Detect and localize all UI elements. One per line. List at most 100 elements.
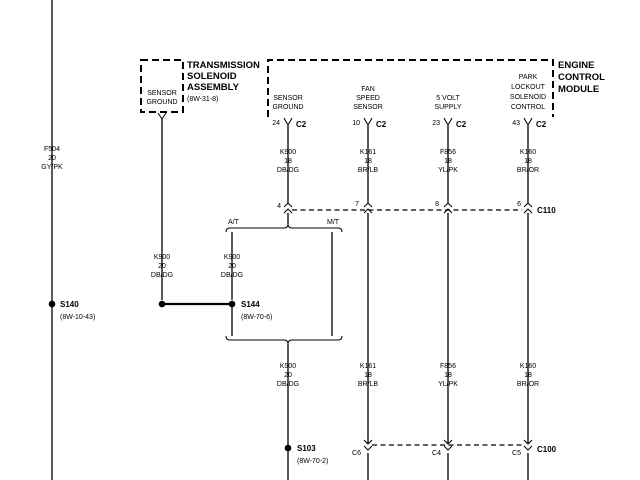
- wire-label-color: BR/OR: [517, 167, 539, 174]
- connector-id: C2: [536, 120, 547, 129]
- splice-ref: (8W-70-6): [241, 314, 272, 321]
- wire-label-circuit: K161: [360, 149, 376, 156]
- pin-name-line2: LOCKOUT: [511, 84, 546, 91]
- wire-f504: F504 20 GY/PK: [41, 0, 63, 480]
- component-title-line2: CONTROL: [558, 72, 605, 83]
- wire-label-circuit: F856: [440, 149, 456, 156]
- wire-k161-ecm: K161 18 BR/LB: [358, 125, 379, 203]
- splice-ref: (8W-10-43): [60, 314, 95, 321]
- wire-k160-low: K160 18 BR/OR: [517, 213, 539, 480]
- wire-label-gauge: 20: [48, 155, 56, 162]
- splice-s144: S144 (8W-70-6): [158, 300, 272, 321]
- component-title-line3: ASSEMBLY: [187, 82, 240, 93]
- wire-k161-low: K161 18 BR/LB: [358, 213, 379, 480]
- pin-name-line1: PARK: [519, 74, 538, 81]
- wire-label-color: DB/DG: [277, 381, 299, 388]
- wire-k160-ecm: K160 18 BR/OR: [517, 125, 539, 203]
- wire-label-color: BR/LB: [358, 381, 379, 388]
- wire-label-gauge: 18: [364, 372, 372, 379]
- pin-number: 23: [432, 120, 440, 127]
- wire-label-circuit: K900: [280, 363, 296, 370]
- splice-label: S144: [241, 300, 260, 309]
- transmission-solenoid-assembly: TRANSMISSION SOLENOID ASSEMBLY (8W-31-8)…: [140, 59, 260, 120]
- wire-label-gauge: 18: [284, 158, 292, 165]
- connector-id: C2: [376, 120, 387, 129]
- ecm-pin-5-volt-supply: 5 VOLT SUPPLY 23 C2: [432, 95, 467, 129]
- connector-pin-number: C5: [512, 450, 521, 457]
- component-title-line2: SOLENOID: [187, 71, 237, 82]
- component-title-line1: ENGINE: [558, 60, 594, 71]
- ecm-pin-park-lockout-solenoid-control: PARK LOCKOUT SOLENOID CONTROL 43 C2: [510, 74, 547, 129]
- component-ref: (8W-31-8): [187, 96, 218, 103]
- connector-pin-number: 7: [355, 201, 359, 208]
- wire-label-gauge: 18: [444, 158, 452, 165]
- wire-label-circuit: K900: [154, 254, 170, 261]
- pin-name-line2: GROUND: [272, 104, 303, 111]
- ecm-pin-fan-speed-sensor: FAN SPEED SENSOR 10 C2: [352, 86, 387, 129]
- splice-label: S140: [60, 300, 79, 309]
- wire-k900-at: K900 20 DB/DG: [221, 254, 243, 279]
- pin-label-line1: SENSOR: [147, 90, 177, 97]
- pin-name-line1: SENSOR: [273, 95, 303, 102]
- ecm-pin-sensor-ground: SENSOR GROUND 24 C2: [272, 95, 307, 129]
- wire-label-gauge: 18: [524, 372, 532, 379]
- splice-s140: S140 (8W-10-43): [48, 300, 95, 321]
- wire-label-color: DB/DG: [151, 272, 173, 279]
- connector-label: C110: [537, 206, 556, 215]
- pin-name-line3: SENSOR: [353, 104, 383, 111]
- wire-label-color: BR/LB: [358, 167, 379, 174]
- wire-label-gauge: 20: [228, 263, 236, 270]
- wire-label-gauge: 18: [524, 158, 532, 165]
- wire-k900-ecm: K900 18 DB/DG: [277, 125, 299, 203]
- engine-control-module: ENGINE CONTROL MODULE: [267, 59, 605, 117]
- pin-number: 24: [272, 120, 280, 127]
- wire-label-color: YL/PK: [438, 167, 458, 174]
- component-title-line1: TRANSMISSION: [187, 60, 260, 71]
- pin-name-line2: SUPPLY: [434, 104, 461, 111]
- option-label-mt: M/T: [327, 219, 340, 226]
- wire-label-gauge: 18: [444, 372, 452, 379]
- pin-name-line2: SPEED: [356, 95, 380, 102]
- wire-label-circuit: K161: [360, 363, 376, 370]
- connector-label: C100: [537, 445, 557, 454]
- connector-pin-number: 6: [517, 201, 521, 208]
- pin-name-line4: CONTROL: [511, 104, 545, 111]
- wire-label-circuit: K900: [224, 254, 240, 261]
- wire-f856-low: F856 18 YL/PK: [438, 213, 458, 480]
- wire-f856-ecm: F856 18 YL/PK: [438, 125, 458, 203]
- pin-name-line3: SOLENOID: [510, 94, 546, 101]
- wire-label-color: DB/DG: [277, 167, 299, 174]
- wire-label-gauge: 20: [158, 263, 166, 270]
- wire-label-color: GY/PK: [41, 164, 63, 171]
- splice-s103: S103 (8W-70-2): [284, 444, 328, 465]
- wire-label-circuit: F856: [440, 363, 456, 370]
- wire-label-circuit: K160: [520, 363, 536, 370]
- connector-pin-number: 4: [277, 203, 281, 210]
- pin-label-line2: GROUND: [146, 99, 177, 106]
- connector-c100: C6 C4 C5 C100: [352, 439, 557, 457]
- connector-pin-number: C4: [432, 450, 441, 457]
- wire-label-color: BR/OR: [517, 381, 539, 388]
- connector-pin-number: C6: [352, 450, 361, 457]
- connector-c110: 4 7 8 6 C110: [277, 201, 556, 215]
- splice-label: S103: [297, 444, 316, 453]
- wire-label-gauge: 20: [284, 372, 292, 379]
- pin-number: 43: [512, 120, 520, 127]
- component-title-line3: MODULE: [558, 84, 599, 95]
- pin-name-line1: FAN: [361, 86, 375, 93]
- wire-k900-low: K900 20 DB/DG: [277, 344, 299, 480]
- connector-id: C2: [296, 120, 307, 129]
- wire-k900-tsa: K900 20 DB/DG: [151, 119, 173, 300]
- wire-label-circuit: F504: [44, 146, 60, 153]
- wire-label-color: DB/DG: [221, 272, 243, 279]
- wire-label-color: YL/PK: [438, 381, 458, 388]
- option-label-at: A/T: [228, 219, 240, 226]
- wire-label-gauge: 18: [364, 158, 372, 165]
- connector-pin-number: 8: [435, 201, 439, 208]
- pin-name-line1: 5 VOLT: [436, 95, 460, 102]
- option-branch-at-mt: A/T M/T: [225, 213, 343, 345]
- pin-number: 10: [352, 120, 360, 127]
- wire-label-circuit: K900: [280, 149, 296, 156]
- splice-ref: (8W-70-2): [297, 458, 328, 465]
